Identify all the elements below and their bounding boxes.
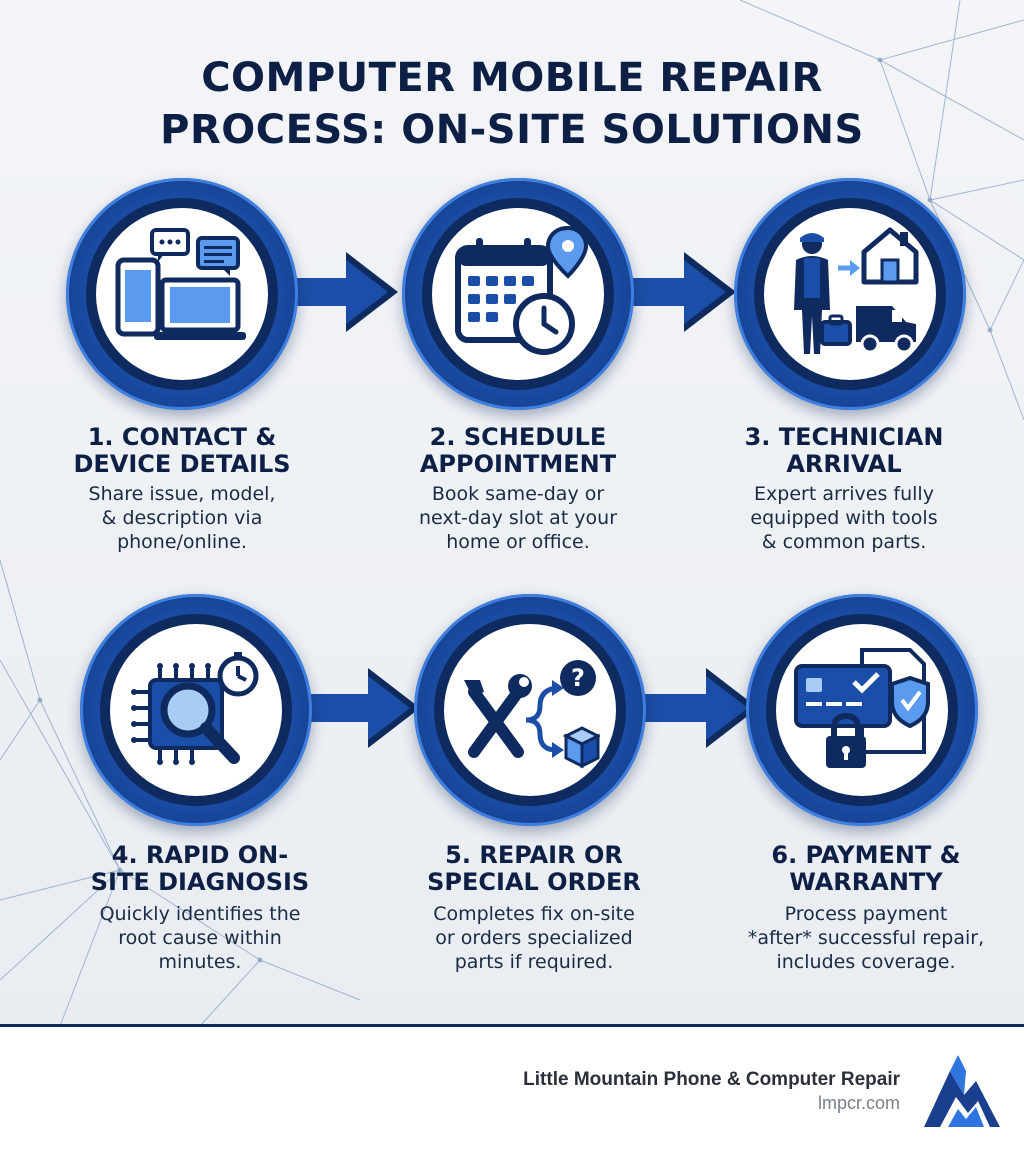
footer: Little Mountain Phone & Computer Repair …	[0, 1027, 1024, 1154]
step-2-description: Book same-day or next-day slot at your h…	[368, 482, 668, 554]
step-2: 2. SCHEDULE APPOINTMENT Book same-day or…	[368, 178, 668, 558]
step-3-badge	[734, 178, 966, 410]
step-1-title: 1. CONTACT & DEVICE DETAILS	[32, 424, 332, 478]
card-shield-lock-icon	[794, 648, 930, 768]
step-4-desc-line-1: Quickly identifies the	[99, 903, 301, 925]
step-1-badge	[66, 178, 298, 410]
step-1-description: Share issue, model, & description via ph…	[32, 482, 332, 554]
footer-divider	[0, 1024, 1024, 1027]
step-2-badge	[402, 178, 634, 410]
step-2-title: 2. SCHEDULE APPOINTMENT	[368, 424, 668, 478]
step-3-desc-line-2: equipped with tools	[750, 507, 938, 529]
step-3-desc-line-1: Expert arrives fully	[754, 483, 934, 505]
step-4-title-line-2: SITE DIAGNOSIS	[90, 868, 310, 896]
step-2-title-line-1: 2. SCHEDULE	[429, 423, 607, 451]
step-5-description: Completes fix on-site or orders speciali…	[384, 902, 684, 974]
chip-magnifier-stopwatch-icon	[131, 652, 259, 765]
step-1-title-line-1: 1. CONTACT &	[87, 423, 277, 451]
step-6-desc-line-3: includes coverage.	[776, 951, 956, 973]
step-4-description: Quickly identifies the root cause within…	[50, 902, 350, 974]
step-5-badge: ?	[414, 594, 646, 826]
title-line-1: COMPUTER MOBILE REPAIR	[201, 55, 823, 101]
step-5-desc-line-2: or orders specialized	[435, 927, 633, 949]
step-5-desc-line-1: Completes fix on-site	[433, 903, 635, 925]
network-lines-decoration	[0, 0, 1024, 1026]
mountain-logo-icon	[924, 1055, 1000, 1127]
step-4-desc-line-2: root cause within	[118, 927, 282, 949]
step-3: 3. TECHNICIAN ARRIVAL Expert arrives ful…	[694, 178, 994, 558]
step-6-title-line-2: WARRANTY	[789, 868, 943, 896]
step-6: 6. PAYMENT & WARRANTY Process payment *a…	[716, 594, 1016, 984]
step-4-title: 4. RAPID ON- SITE DIAGNOSIS	[50, 842, 350, 896]
step-5-title: 5. REPAIR OR SPECIAL ORDER	[384, 842, 684, 896]
step-4-badge	[80, 594, 312, 826]
page-title: COMPUTER MOBILE REPAIR PROCESS: ON-SITE …	[0, 52, 1024, 156]
step-4-title-line-1: 4. RAPID ON-	[111, 841, 289, 869]
step-3-title-line-1: 3. TECHNICIAN	[744, 423, 944, 451]
company-url[interactable]: lmpcr.com	[817, 1093, 900, 1113]
step-6-title-line-1: 6. PAYMENT &	[771, 841, 961, 869]
step-5-title-line-2: SPECIAL ORDER	[427, 868, 641, 896]
step-1-desc-line-1: Share issue, model,	[88, 483, 276, 505]
step-4: 4. RAPID ON- SITE DIAGNOSIS Quickly iden…	[50, 594, 350, 984]
step-5-title-line-1: 5. REPAIR OR	[445, 841, 623, 869]
step-2-desc-line-1: Book same-day or	[431, 483, 605, 505]
step-3-description: Expert arrives fully equipped with tools…	[694, 482, 994, 554]
step-5: ? 5. REPAIR OR SPECIAL ORDER Completes f…	[384, 594, 684, 984]
step-2-title-line-2: APPOINTMENT	[419, 450, 617, 478]
step-1: 1. CONTACT & DEVICE DETAILS Share issue,…	[32, 178, 332, 558]
step-3-desc-line-3: & common parts.	[761, 531, 927, 553]
step-5-desc-line-3: parts if required.	[454, 951, 614, 973]
step-3-title: 3. TECHNICIAN ARRIVAL	[694, 424, 994, 478]
arrow-right-icon	[636, 668, 758, 748]
step-6-title: 6. PAYMENT & WARRANTY	[716, 842, 1016, 896]
step-4-desc-line-3: minutes.	[158, 951, 242, 973]
svg-text:?: ?	[571, 664, 585, 692]
devices-chat-icon	[115, 228, 246, 340]
step-6-desc-line-2: *after* successful repair,	[747, 927, 985, 949]
tools-branch-box-icon: ?	[464, 660, 600, 769]
step-3-title-line-2: ARRIVAL	[786, 450, 902, 478]
infographic: COMPUTER MOBILE REPAIR PROCESS: ON-SITE …	[0, 0, 1024, 1026]
step-6-description: Process payment *after* successful repai…	[716, 902, 1016, 974]
step-2-desc-line-3: home or office.	[446, 531, 590, 553]
title-line-2: PROCESS: ON-SITE SOLUTIONS	[160, 107, 864, 153]
calendar-clock-location-icon	[455, 225, 588, 355]
step-1-desc-line-3: phone/online.	[117, 531, 247, 553]
company-name: Little Mountain Phone & Computer Repair	[523, 1069, 900, 1090]
step-6-badge	[746, 594, 978, 826]
step-1-title-line-2: DEVICE DETAILS	[73, 450, 291, 478]
step-2-desc-line-2: next-day slot at your	[418, 507, 618, 529]
technician-van-house-icon	[794, 227, 919, 354]
step-6-desc-line-1: Process payment	[784, 903, 948, 925]
step-1-desc-line-2: & description via	[101, 507, 263, 529]
